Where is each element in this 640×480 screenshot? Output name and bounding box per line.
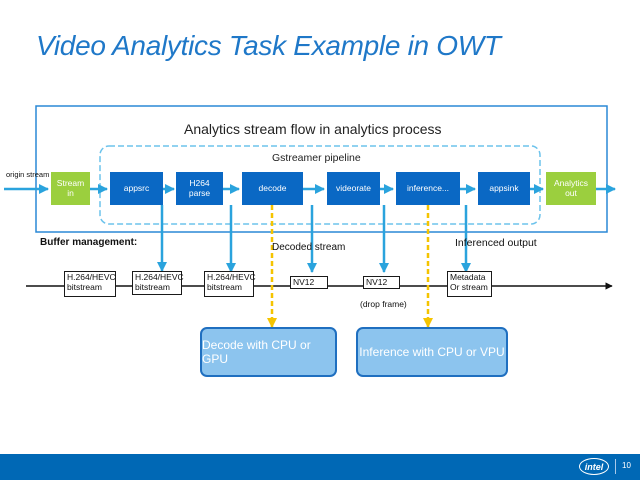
drop-frame-label: (drop frame) [360, 299, 407, 309]
footer-divider [615, 459, 616, 474]
footer-bar [0, 454, 640, 480]
appsink-block: appsink [478, 172, 530, 205]
page-number: 10 [622, 461, 631, 470]
analytics-out-block: Analytics out [546, 172, 596, 205]
inference-device-box: Inference with CPU or VPU [356, 327, 508, 377]
buffer-bitstream-2: H.264/HEVC bitstream [132, 271, 184, 295]
h264-parse-block: H264 parse [176, 172, 223, 205]
videorate-block: videorate [327, 172, 380, 205]
stream-in-block: Stream in [51, 172, 90, 205]
decode-device-box: Decode with CPU or GPU [200, 327, 337, 377]
origin-stream-label: origin stream [6, 170, 50, 179]
inferenced-output-label: Inferenced output [455, 237, 537, 249]
analytics-process-label: Analytics stream flow in analytics proce… [184, 121, 442, 137]
analytics-process-frame [35, 105, 608, 233]
buffer-management-label: Buffer management: [40, 237, 138, 248]
appsrc-block: appsrc [110, 172, 163, 205]
buffer-bitstream-3: H.264/HEVC bitstream [204, 271, 256, 297]
buffer-nv12-rate: NV12 [363, 276, 400, 289]
inference-block: inference... [396, 172, 460, 205]
buffer-nv12-decoded: NV12 [290, 276, 328, 289]
decoded-stream-label: Decoded stream [272, 242, 346, 253]
decode-block: decode [242, 172, 303, 205]
buffer-metadata: Metadata Or stream [447, 271, 492, 297]
intel-logo: intel [579, 458, 609, 475]
page-title: Video Analytics Task Example in OWT [36, 30, 501, 61]
gstreamer-pipeline-label: Gstreamer pipeline [272, 152, 361, 164]
buffer-bitstream-1: H.264/HEVC bitstream [64, 271, 116, 297]
